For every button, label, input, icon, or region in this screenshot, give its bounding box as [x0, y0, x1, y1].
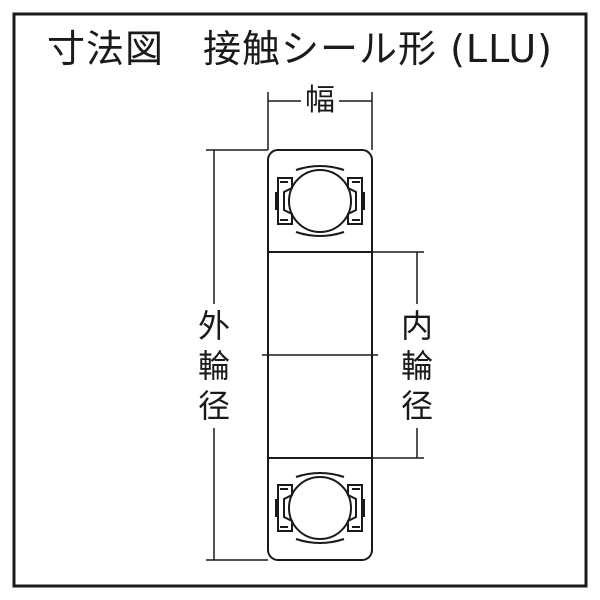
- bottom-right-seal: [347, 484, 363, 532]
- inner-diameter-label: 内 輪 径: [398, 304, 436, 428]
- top-left-seal-lip: [275, 181, 288, 221]
- diagram-title: 寸法図 接触シール形 (LLU): [47, 27, 553, 71]
- inner-diameter-char-1: 内: [400, 307, 433, 345]
- top-ball-assembly: [275, 165, 365, 237]
- outer-diameter-char-2: 輪: [197, 347, 230, 385]
- bottom-ball-assembly: [275, 472, 365, 544]
- width-label: 幅: [301, 86, 339, 116]
- outer-diameter-char-3: 径: [197, 387, 230, 425]
- top-outer-race-groove: [295, 165, 345, 171]
- top-inner-race-groove: [295, 231, 345, 237]
- bottom-left-seal-lip: [275, 488, 288, 528]
- bottom-ball: [288, 476, 352, 540]
- bottom-inner-race-groove: [295, 472, 345, 478]
- top-left-seal: [277, 177, 293, 225]
- bottom-outer-race-groove: [295, 538, 345, 544]
- top-ball: [288, 169, 352, 233]
- bottom-right-seal-lip: [352, 488, 365, 528]
- top-right-seal-lip: [352, 181, 365, 221]
- outer-diameter-char-1: 外: [197, 307, 230, 345]
- bottom-left-seal: [277, 484, 293, 532]
- inner-diameter-char-2: 輪: [400, 347, 433, 385]
- top-right-seal: [347, 177, 363, 225]
- outer-diameter-label: 外 輪 径: [195, 304, 233, 428]
- inner-diameter-char-3: 径: [400, 387, 433, 425]
- outer-border: [12, 12, 588, 588]
